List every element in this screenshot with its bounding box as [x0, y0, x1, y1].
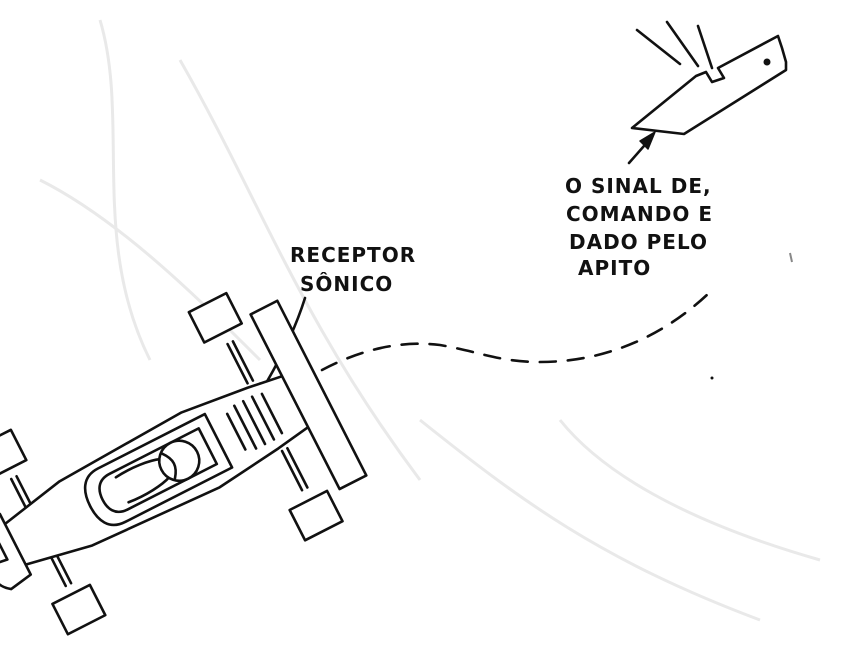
paper-texture — [39, 19, 821, 622]
receiver-label-line-1: RECEPTOR — [290, 243, 416, 267]
cockpit-frame — [83, 412, 234, 527]
whistle-illustration — [630, 20, 788, 136]
sonic-receiver-grille — [225, 392, 284, 451]
stray-mark — [789, 252, 793, 263]
cockpit-inner — [98, 427, 219, 514]
signal-label-line-2: COMANDO E — [566, 202, 713, 226]
rear-wing — [0, 512, 33, 591]
sound-signal-dashed-path — [320, 290, 712, 372]
rear-right-wheel — [51, 583, 107, 636]
stray-dot — [710, 376, 714, 380]
whistle-pointer-arrow — [627, 131, 656, 165]
whistle-hole — [763, 58, 771, 66]
driver — [114, 439, 201, 504]
signal-label-line-3: DADO PELO — [569, 230, 708, 254]
front-wing — [249, 299, 368, 491]
receiver-label-line-2: SÔNICO — [300, 272, 393, 296]
front-right-wheel — [288, 489, 344, 542]
signal-label-line-4: APITO — [578, 256, 651, 280]
whistle-body — [630, 34, 788, 136]
front-left-wheel — [187, 291, 244, 344]
whistle-sound-lines — [635, 20, 714, 70]
rear-left-wheel — [0, 428, 28, 481]
receiver-label: RECEPTOR SÔNICO — [290, 243, 416, 296]
signal-label-line-1: O SINAL DE, — [565, 174, 712, 198]
race-car-illustration — [0, 291, 368, 636]
signal-label: O SINAL DE, COMANDO E DADO PELO APITO — [565, 174, 713, 280]
